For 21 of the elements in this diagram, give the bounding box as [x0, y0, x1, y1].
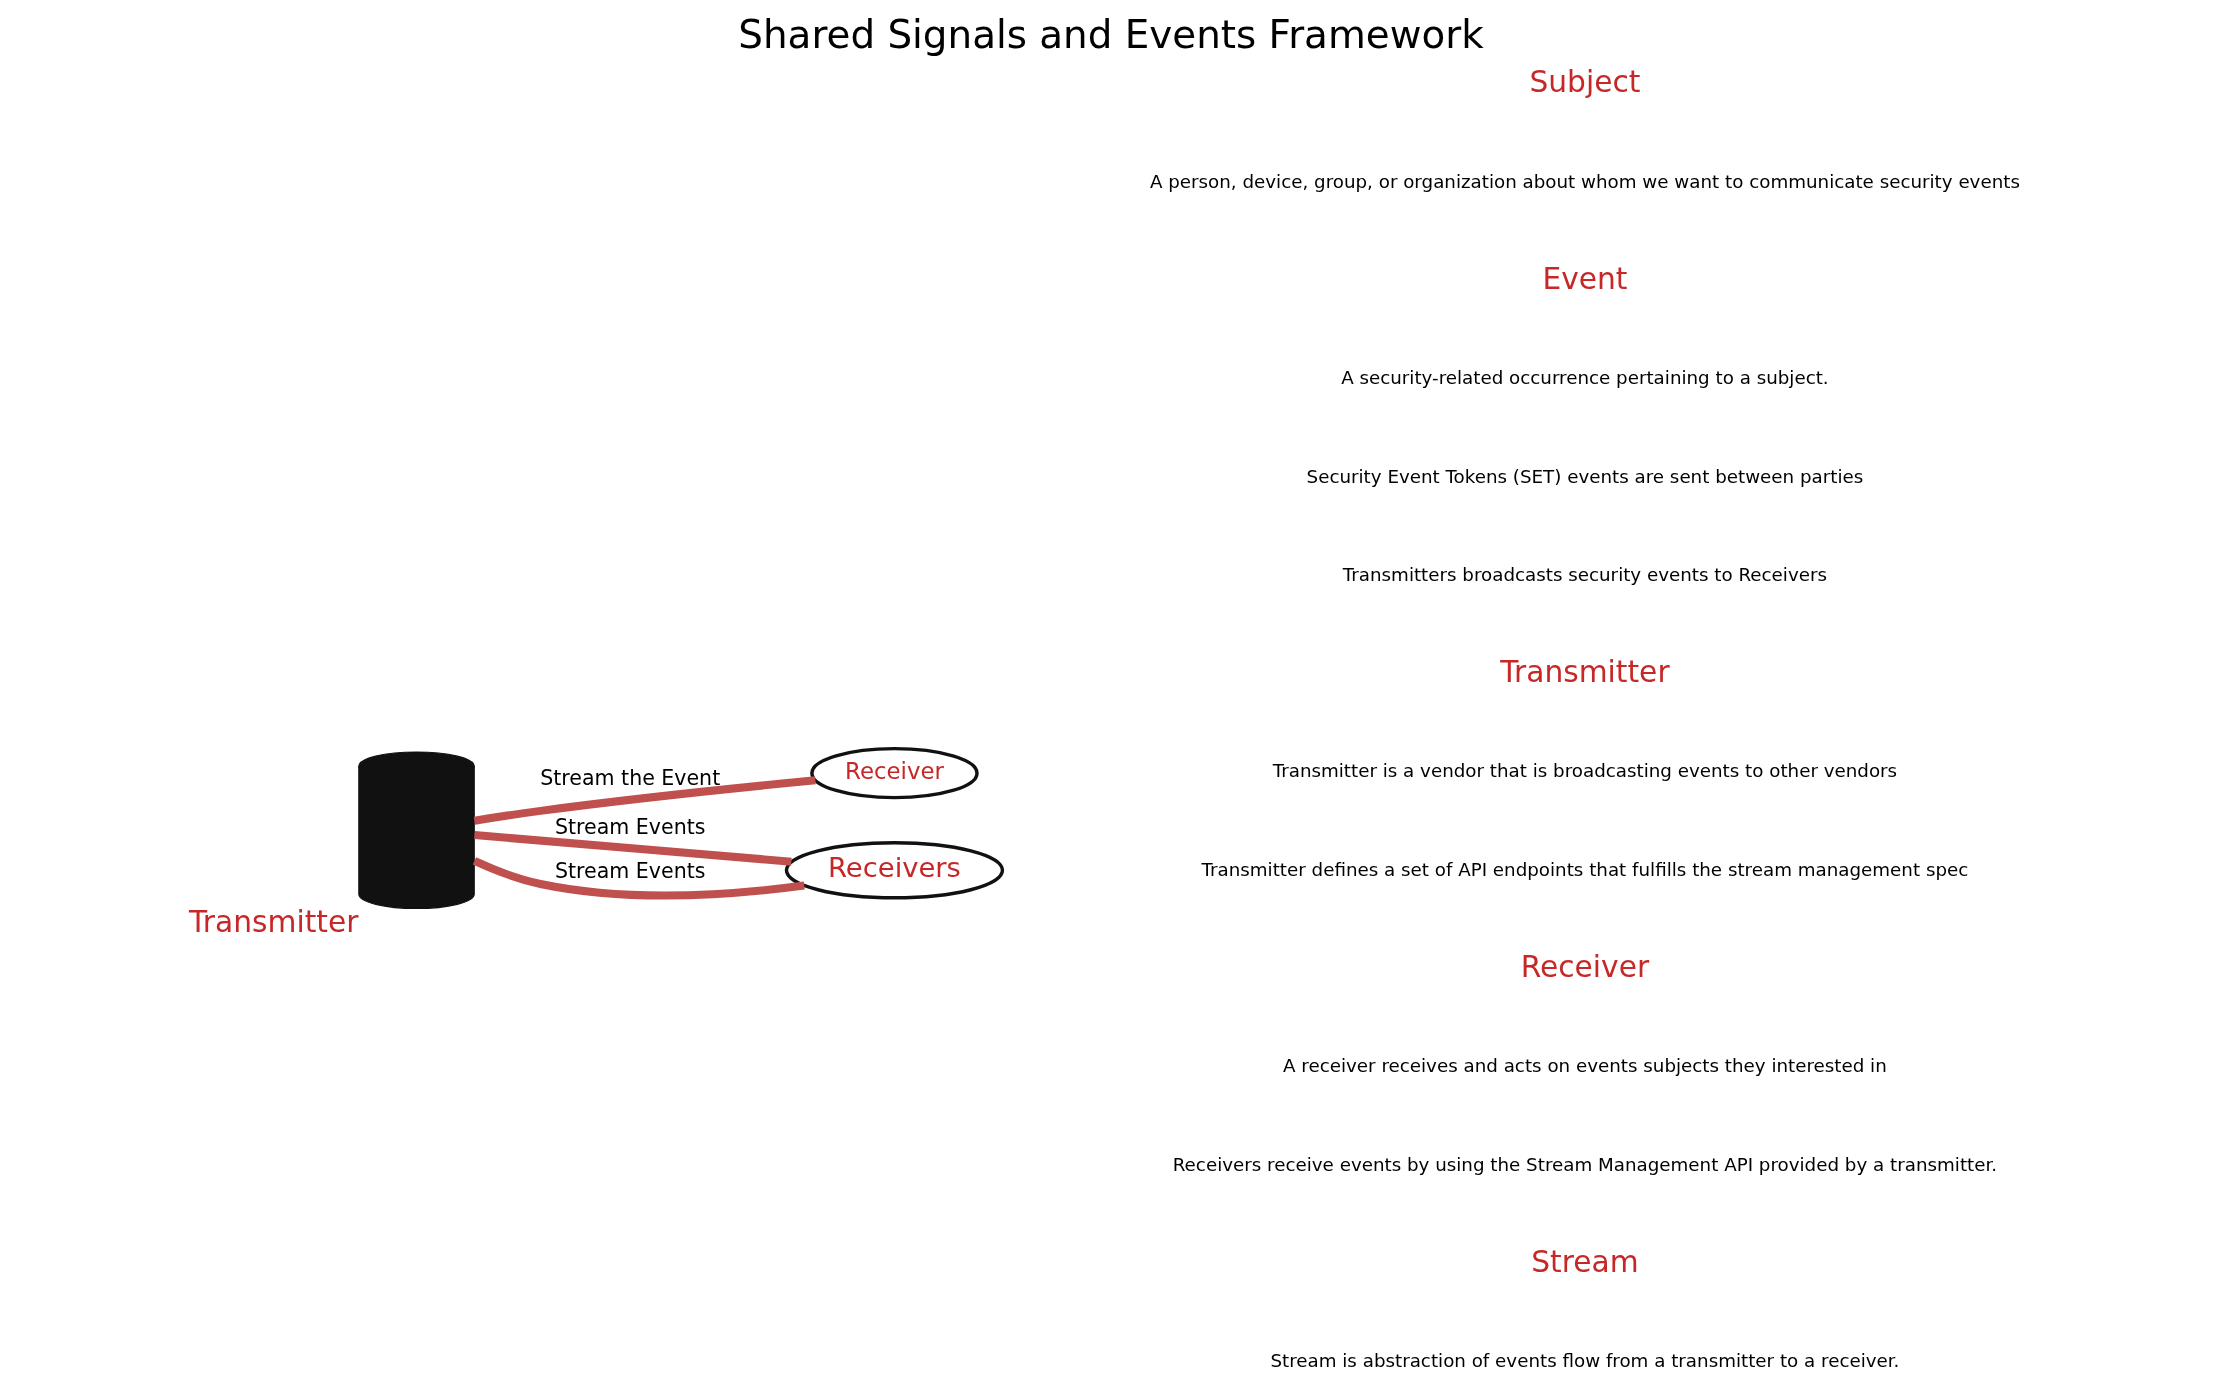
label: Stream is abstraction of events flow from a transmitter to a receiver. [1270, 1350, 1900, 1372]
label: Subject [1529, 64, 1641, 100]
label: A receiver receives and acts on events subjects they interested in [1283, 1055, 1887, 1077]
label: Transmitter defines a set of API endpoints that fulfills the stream management spec [1201, 858, 1969, 880]
diagram-title: Shared Signals and Events Framework [738, 12, 1484, 58]
label: Transmitter [1500, 654, 1670, 690]
label: Stream [1531, 1243, 1639, 1279]
edge-label: Stream Events [554, 858, 706, 883]
node-label: Transmitter [189, 904, 359, 940]
edge-label: Stream Events [554, 815, 706, 840]
label: A person, device, group, or organization about whom we want to communicate security events [1149, 170, 2020, 192]
label: Receiver [1520, 948, 1650, 984]
label: Transmitters broadcasts security events to Receivers [1342, 563, 1828, 585]
label: Transmitter is a vendor that is broadcasting events to other vendors [1272, 760, 1898, 782]
label: Security Event Tokens (SET) events are sent between parties [1306, 465, 1864, 487]
node-ellipse: Receivers [784, 841, 1005, 900]
node-ellipse: Receiver [810, 746, 979, 800]
edge-label: Stream the Event [540, 766, 721, 791]
label: Receivers receive events by using the Stream Management API provided by a transmitter. [1172, 1153, 1998, 1175]
label: A security-related occurrence pertaining to a subject. [1341, 367, 1829, 389]
label: Event [1542, 260, 1628, 296]
